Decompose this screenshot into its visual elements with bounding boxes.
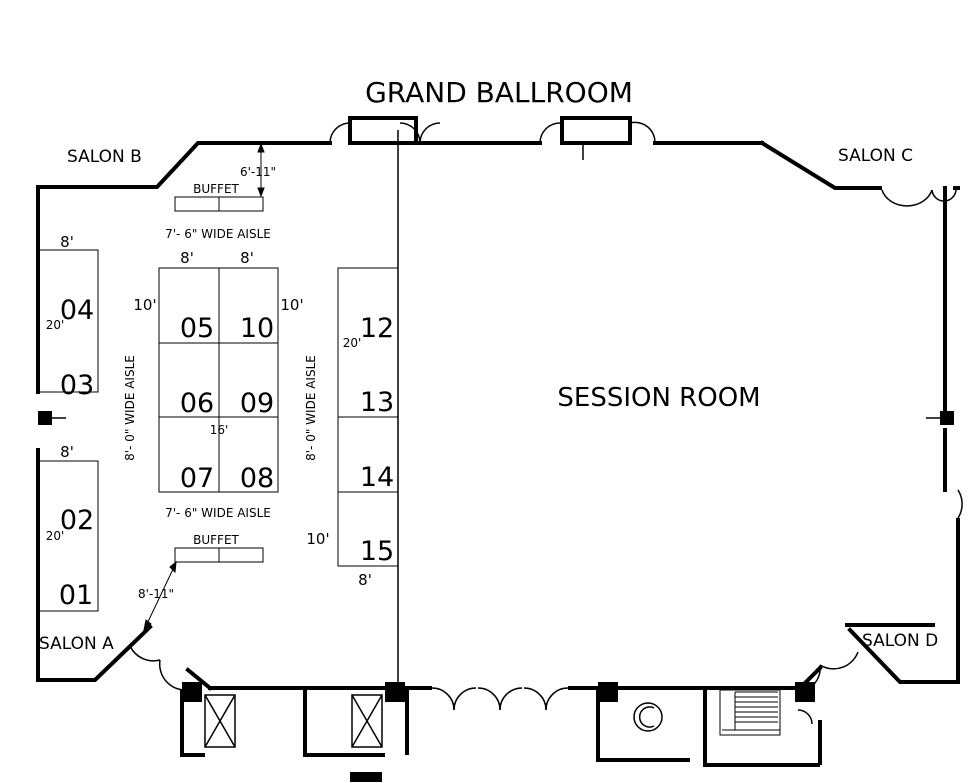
salon-c-label: SALON C [838,146,913,166]
dim-left-depth-top: 20' [46,318,65,332]
booth-block-left-bottom[interactable] [37,460,99,612]
booth-10[interactable]: 10 [240,313,274,344]
dim-island-row-right: 10' [280,296,303,314]
buffet-top [174,196,264,212]
salon-a-doors[interactable] [129,645,189,691]
booth-04[interactable]: 04 [60,295,94,326]
phone-icon [633,702,663,732]
booth-03[interactable]: 03 [60,370,94,401]
booth-06[interactable]: 06 [180,388,214,419]
dim-left-depth-bottom: 20' [46,529,65,543]
booth-09[interactable]: 09 [240,388,274,419]
page-title: GRAND BALLROOM [365,76,633,109]
booth-13[interactable]: 13 [360,387,394,418]
left-door-marker [38,411,52,425]
right-door-marker [940,411,954,425]
booth-05[interactable]: 05 [180,313,214,344]
pillars [182,682,815,782]
booth-02[interactable]: 02 [60,505,94,536]
top-doors[interactable] [329,116,656,160]
booth-island[interactable] [158,267,279,493]
booth-08[interactable]: 08 [240,463,274,494]
booth-12[interactable]: 12 [360,313,394,344]
salon-d-label: SALON D [862,631,938,651]
dim-bottom-clearance: 8'-11" [138,587,174,601]
dim-island-row-left: 10' [133,296,156,314]
dim-left-top-width: 8' [60,233,74,251]
aisle-right-label: 8'- 0" WIDE AISLE [304,355,318,461]
service-rooms [180,690,822,767]
dim-right-row: 10' [306,530,329,548]
right-door[interactable] [957,489,963,519]
stairs-icon [719,689,781,736]
salon-c-doors[interactable] [881,187,957,207]
dimension-arrow-top [257,142,265,198]
booth-01[interactable]: 01 [59,580,93,611]
booth-block-left-top[interactable] [37,249,99,393]
elevator-left [204,694,236,748]
elevator-center [351,694,383,748]
dim-island-col-a: 8' [180,249,194,267]
aisle-left-label: 8'- 0" WIDE AISLE [123,355,137,461]
bottom-doors[interactable] [431,687,569,711]
dim-right-width: 8' [358,571,372,589]
buffet-bottom [174,547,264,563]
booth-15[interactable]: 15 [360,536,394,567]
aisle-bottom-label: 7'- 6" WIDE AISLE [165,506,271,520]
buffet-top-label: BUFFET [193,182,239,196]
dim-left-bottom-width: 8' [60,443,74,461]
dim-island-col-b: 8' [240,249,254,267]
dim-right-depth: 20' [343,336,362,350]
salon-b-label: SALON B [67,147,142,167]
stair-door[interactable] [797,709,813,725]
booth-07[interactable]: 07 [180,463,214,494]
outer-walls [36,140,960,691]
dim-island-center: 16' [210,423,229,437]
booth-14[interactable]: 14 [360,462,394,493]
aisle-top-label: 7'- 6" WIDE AISLE [165,227,271,241]
buffet-bottom-label: BUFFET [193,533,239,547]
salon-a-label: SALON A [39,634,114,654]
booth-block-right[interactable] [337,267,399,567]
dim-top-clearance: 6'-11" [240,165,276,179]
session-room-label: SESSION ROOM [557,383,760,413]
dimension-arrow-bottom [143,560,177,632]
